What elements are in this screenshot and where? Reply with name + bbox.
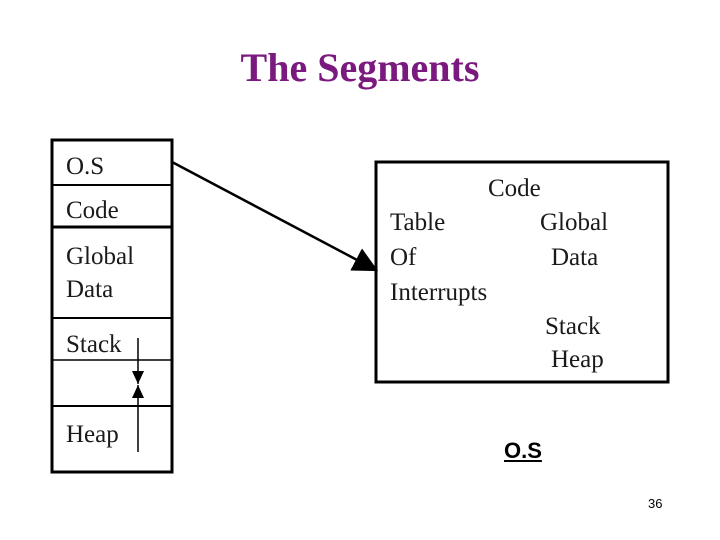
box-label-table: Table <box>390 209 446 236</box>
memory-stack-outline <box>50 138 174 474</box>
stack-label-stack: Stack <box>66 331 122 358</box>
stack-growth-arrowhead <box>132 371 144 384</box>
box-label-of: Of <box>390 244 417 271</box>
page-number: 36 <box>648 496 663 511</box>
stack-label-data: Data <box>66 276 114 303</box>
box-label-stack: Stack <box>545 313 601 340</box>
stack-label-global: Global <box>66 243 135 270</box>
os-label: O.S <box>504 438 542 463</box>
slide-title: The Segments <box>240 45 480 90</box>
pointer-arrow <box>171 160 379 272</box>
box-label-interrupts: Interrupts <box>390 279 488 306</box>
heap-growth-arrowhead <box>132 385 144 398</box>
stack-label-code: Code <box>66 197 119 224</box>
stack-label-os: O.S <box>66 153 105 180</box>
box-label-data: Data <box>551 244 599 271</box>
box-label-code: Code <box>488 175 541 202</box>
box-label-global: Global <box>540 209 609 236</box>
expanded-box-outline <box>374 160 670 384</box>
box-label-heap: Heap <box>551 346 604 373</box>
stack-label-heap: Heap <box>66 421 119 448</box>
